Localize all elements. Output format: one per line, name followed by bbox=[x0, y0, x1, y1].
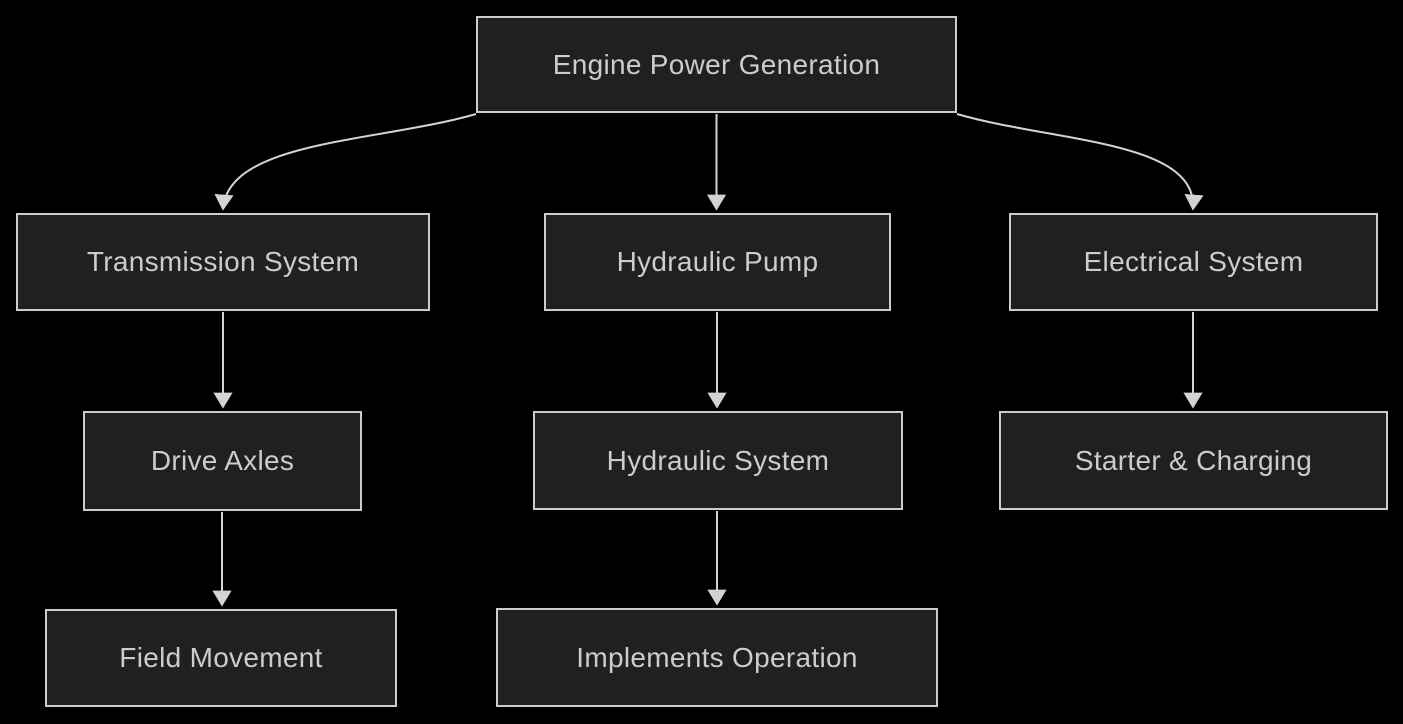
node-label: Implements Operation bbox=[576, 641, 858, 673]
node-label: Hydraulic System bbox=[606, 444, 830, 476]
node-label: Electrical System bbox=[1083, 246, 1304, 277]
node-label: Hydraulic Pump bbox=[616, 246, 819, 277]
node-hydraulic-system: Hydraulic System bbox=[533, 411, 903, 510]
node-label: Drive Axles bbox=[150, 445, 295, 476]
edge-engine-to-transmission bbox=[214, 113, 477, 211]
node-drive-axles: Drive Axles bbox=[83, 411, 362, 511]
node-hydraulic-pump: Hydraulic Pump bbox=[544, 213, 891, 311]
node-transmission-system: Transmission System bbox=[16, 213, 430, 311]
node-label: Engine Power Generation bbox=[552, 48, 881, 80]
node-engine-power-generation: Engine Power Generation bbox=[476, 16, 957, 113]
node-electrical-system: Electrical System bbox=[1009, 213, 1378, 311]
node-label: Transmission System bbox=[86, 246, 360, 277]
node-starter-and-charging: Starter & Charging bbox=[999, 411, 1388, 510]
node-label: Field Movement bbox=[119, 642, 323, 673]
node-implements-operation: Implements Operation bbox=[496, 608, 938, 707]
node-label: Starter & Charging bbox=[1074, 444, 1313, 476]
node-field-movement: Field Movement bbox=[45, 609, 397, 707]
edge-engine-to-electrical bbox=[956, 113, 1204, 211]
